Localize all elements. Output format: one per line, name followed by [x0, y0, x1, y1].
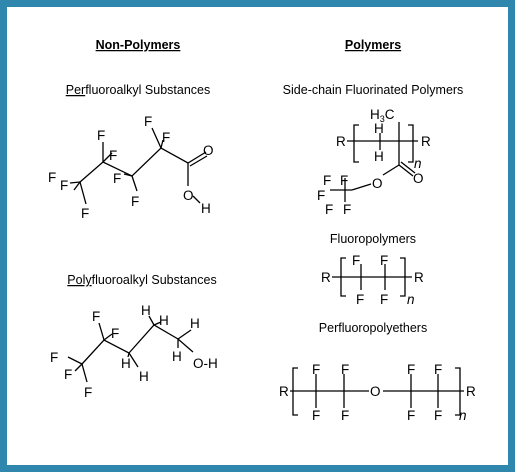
- perfluoroalkyl-structure: F F F F F F F F F O O H: [48, 114, 214, 221]
- atom-h: H: [121, 356, 131, 371]
- non-polymers-header: Non-Polymers: [96, 38, 181, 52]
- atom-h: H: [374, 149, 384, 164]
- atom-f: F: [144, 114, 152, 129]
- atom-f: F: [92, 309, 100, 324]
- atom-f: F: [312, 362, 320, 377]
- hydroxyl-group: O-H: [193, 356, 218, 371]
- repeat-n: n: [459, 408, 467, 423]
- atom-h: H: [139, 369, 149, 384]
- atom-o: O: [370, 384, 381, 399]
- atom-f: F: [434, 408, 442, 423]
- atom-r: R: [414, 270, 424, 285]
- atom-h: H: [190, 316, 200, 331]
- polyfluoroalkyl-caption: Polyfluoroalkyl Substances: [67, 273, 216, 287]
- atom-r: R: [321, 270, 331, 285]
- atom-o: O: [372, 176, 383, 191]
- atom-f: F: [84, 385, 92, 400]
- atom-o: O: [413, 171, 424, 186]
- atom-f: F: [162, 130, 170, 145]
- atom-f: F: [323, 173, 331, 188]
- atom-f: F: [341, 408, 349, 423]
- side-chain-caption: Side-chain Fluorinated Polymers: [283, 83, 464, 97]
- atom-f: F: [341, 362, 349, 377]
- atom-f: F: [48, 170, 56, 185]
- atom-r: R: [421, 134, 431, 149]
- atom-f: F: [97, 128, 105, 143]
- atom-f: F: [356, 292, 364, 307]
- atom-f: F: [325, 202, 333, 217]
- atom-o: O: [183, 188, 194, 203]
- atom-f: F: [380, 292, 388, 307]
- atom-f: F: [317, 188, 325, 203]
- atom-h: H: [159, 313, 169, 328]
- atom-f: F: [380, 253, 388, 268]
- atom-h: H: [201, 201, 211, 216]
- methyl-group: H3C: [370, 107, 395, 124]
- atom-h: H: [172, 349, 182, 364]
- fluoropolymer-structure: R R F F F F n: [321, 253, 424, 307]
- side-chain-polymer-structure: R R H H H3C n O O F F F F F: [317, 107, 431, 217]
- atom-f: F: [343, 202, 351, 217]
- polymers-header: Polymers: [345, 38, 401, 52]
- atom-f: F: [111, 326, 119, 341]
- atom-o: O: [203, 143, 214, 158]
- repeat-n: n: [407, 292, 415, 307]
- perfluoropolyether-structure: R R O F F F F F F F F n: [279, 362, 476, 423]
- perfluoroalkyl-caption: Perfluoroalkyl Substances: [66, 83, 211, 97]
- repeat-n: n: [414, 156, 422, 171]
- atom-f: F: [352, 253, 360, 268]
- atom-h: H: [141, 303, 151, 318]
- atom-f: F: [81, 206, 89, 221]
- perfluoropolyethers-caption: Perfluoropolyethers: [319, 321, 427, 335]
- atom-r: R: [336, 134, 346, 149]
- atom-f: F: [50, 350, 58, 365]
- atom-f: F: [312, 408, 320, 423]
- atom-h: H: [374, 121, 384, 136]
- fluoropolymers-caption: Fluoropolymers: [330, 232, 416, 246]
- atom-f: F: [113, 171, 121, 186]
- atom-f: F: [434, 362, 442, 377]
- atom-f: F: [407, 408, 415, 423]
- atom-f: F: [131, 194, 139, 209]
- atom-r: R: [466, 384, 476, 399]
- polyfluoroalkyl-structure: F F F F F H H H H H H O-H: [50, 303, 218, 400]
- atom-f: F: [64, 367, 72, 382]
- atom-f: F: [340, 173, 348, 188]
- atom-f: F: [60, 178, 68, 193]
- atom-r: R: [279, 384, 289, 399]
- atom-f: F: [407, 362, 415, 377]
- atom-f: F: [109, 148, 117, 163]
